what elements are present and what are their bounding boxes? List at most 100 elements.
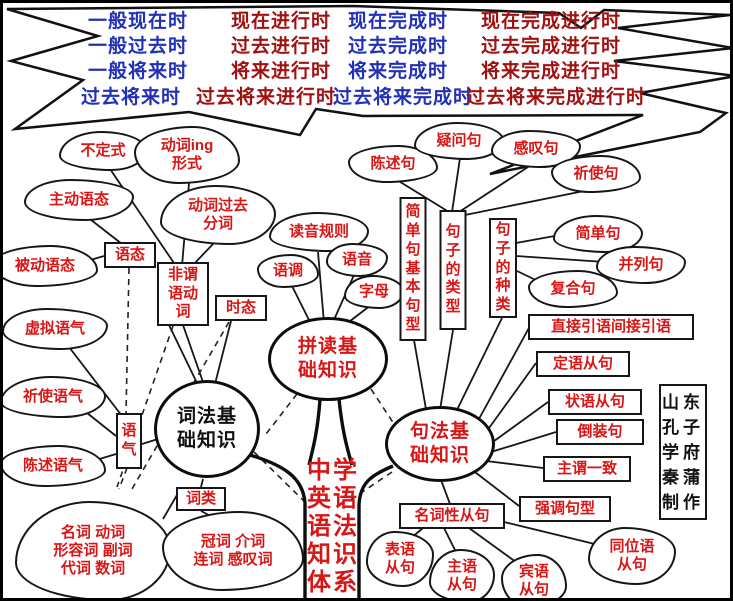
cloud-past-participle: 动词过去 分词 — [160, 185, 276, 245]
credit-box: 山东 孔子 学府 秦蒲 制作 — [659, 384, 707, 520]
box-noun-clause: 名词性从句 — [399, 503, 505, 529]
tense-cell: 将来完成时 — [348, 61, 449, 82]
cloud-complex-sentence: 复合句 — [528, 270, 618, 308]
cloud-speech-sounds: 语音 — [326, 243, 388, 277]
cloud-label: 代词 数词 — [60, 560, 126, 577]
cloud-label: 感叹句 — [513, 140, 559, 157]
box-label: 倒装句 — [577, 423, 623, 440]
tense-burst-shape — [6, 4, 730, 176]
hub-label: 词法基 — [176, 406, 237, 428]
tense-cell: 过去将来完成进行时 — [466, 87, 647, 108]
trunk-title-line: 语法 — [307, 513, 359, 540]
cloud-label: 语调 — [272, 262, 303, 279]
box-label: 时态 — [225, 299, 256, 316]
cloud-label: 主语 — [446, 558, 477, 575]
trunk-title: 中学 英语 语法 知识 体系 — [303, 457, 363, 597]
cloud-label: 字母 — [358, 283, 389, 300]
tense-cell: 过去将来时 — [81, 87, 182, 108]
tense-cell: 一般将来时 — [88, 61, 189, 82]
box-direct-indirect-speech: 直接引语间接引语 — [528, 314, 694, 340]
box-label: 语气 — [121, 422, 137, 458]
credit-line: 制作 — [662, 492, 704, 512]
hub-label: 句法基 — [409, 421, 470, 443]
tense-cell: 一般现在时 — [88, 11, 189, 32]
box-label: 简单句基本句型 — [405, 202, 421, 334]
cloud-label: 动词过去 — [187, 197, 248, 214]
box-subject-verb-agreement: 主谓一致 — [543, 456, 631, 482]
cloud-label: 语音 — [341, 251, 372, 268]
box-label: 直接引语间接引语 — [550, 318, 671, 335]
cloud-subject-clause: 主语 从句 — [429, 549, 495, 598]
hub-morphology: 词法基 础知识 — [154, 380, 260, 478]
box-mood: 语气 — [116, 413, 142, 469]
trunk-title-line: 英语 — [307, 485, 359, 512]
cloud-verb-ing: 动词ing 形式 — [134, 126, 240, 184]
hub-label: 础知识 — [409, 445, 470, 466]
box-label: 名词性从句 — [414, 507, 490, 524]
box-voice: 语态 — [104, 242, 156, 268]
tense-cell: 过去进行时 — [231, 36, 332, 57]
tense-cell: 将来进行时 — [231, 61, 332, 82]
hub-label: 拼读基 — [297, 336, 358, 358]
trunk-branches — [249, 398, 394, 598]
connector-lines-layer — [6, 4, 730, 598]
box-parts-of-speech: 词类 — [176, 487, 226, 511]
cloud-function-words: 冠词 介词 连词 感叹词 — [162, 511, 304, 591]
cloud-label: 读音规则 — [288, 223, 349, 240]
cloud-word-classes: 名词 动词 形容词 副词 代词 数词 — [15, 501, 171, 598]
trunk-title-line: 体系 — [307, 569, 359, 596]
trunk-title-line: 知识 — [307, 541, 359, 568]
cloud-label: 虚拟语气 — [24, 320, 85, 337]
cloud-imperative-mood: 祈使语气 — [3, 376, 106, 418]
tense-cell: 过去将来进行时 — [196, 87, 337, 108]
cloud-interrogative-sentence: 疑问句 — [414, 122, 504, 160]
box-tense: 时态 — [215, 295, 267, 321]
tense-cell: 过去完成进行时 — [481, 36, 622, 57]
cloud-infinitive: 不定式 — [59, 131, 147, 171]
cloud-simple-sentence: 简单句 — [553, 215, 643, 253]
box-label: 句子的类型 — [445, 222, 461, 316]
cloud-letters: 字母 — [344, 275, 404, 309]
hub-label: 础知识 — [176, 430, 237, 451]
box-label: 强调句型 — [534, 500, 595, 517]
cloud-active-voice: 主动语态 — [24, 179, 134, 221]
box-basic-sentence-patterns: 简单句基本句型 — [399, 197, 427, 341]
cloud-label: 表语 — [384, 541, 415, 558]
box-label: 定语从句 — [552, 355, 613, 372]
credit-line: 山东 — [662, 392, 704, 412]
tense-cell: 现在完成时 — [348, 11, 449, 32]
cloud-imperative-sentence: 祈使句 — [551, 155, 641, 193]
cloud-label: 祈使句 — [573, 165, 619, 182]
box-sentence-kinds: 句子的种类 — [489, 218, 517, 318]
box-attributive-clause: 定语从句 — [536, 351, 630, 377]
tense-cell: 现在进行时 — [231, 11, 332, 32]
box-label: 词类 — [185, 490, 216, 507]
cloud-label: 形容词 副词 — [53, 542, 133, 559]
cloud-label: 不定式 — [80, 142, 126, 159]
credit-line: 秦蒲 — [662, 467, 704, 487]
box-non-finite-verb: 非谓语动词 — [157, 262, 209, 326]
cloud-label: 主动语态 — [48, 191, 109, 208]
box-label: 状语从句 — [564, 393, 625, 410]
credit-line: 学府 — [662, 442, 704, 462]
box-label: 语态 — [114, 246, 145, 263]
cloud-intonation: 语调 — [257, 254, 319, 288]
cloud-appositive-clause: 同位语 从句 — [588, 527, 676, 585]
box-sentence-types: 句子的类型 — [439, 210, 467, 330]
tense-cell: 一般过去时 — [88, 36, 189, 57]
hub-phonics: 拼读基 础知识 — [268, 317, 388, 401]
cloud-label: 连词 感叹词 — [193, 551, 273, 568]
hub-syntax: 句法基 础知识 — [385, 406, 495, 482]
cloud-label: 同位语 — [609, 538, 655, 555]
cloud-subjunctive-mood: 虚拟语气 — [3, 308, 108, 350]
cloud-label: 名词 动词 — [60, 524, 126, 541]
box-label: 句子的种类 — [495, 220, 511, 314]
cloud-predicative-clause: 表语 从句 — [366, 531, 434, 587]
cloud-label: 分词 — [202, 215, 233, 232]
cloud-label: 从句 — [616, 556, 647, 573]
cloud-label: 陈述句 — [370, 155, 416, 172]
cloud-compound-sentence: 并列句 — [596, 246, 686, 284]
cloud-label: 并列句 — [618, 256, 664, 273]
hub-label: 础知识 — [297, 360, 358, 381]
cloud-label: 被动语态 — [14, 257, 75, 274]
